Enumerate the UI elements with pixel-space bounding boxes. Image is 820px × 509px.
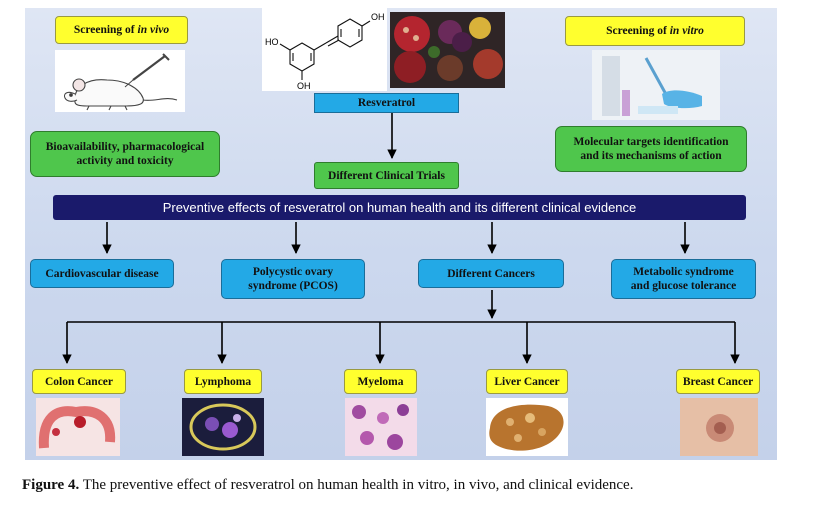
mouse-syringe-image: [55, 50, 185, 112]
invitro-screening-box: Screening of in vitro: [565, 16, 745, 46]
caption-label: Figure 4.: [22, 477, 80, 493]
liver-cancer-image: [486, 398, 568, 456]
category-cardiovascular: Cardiovascular disease: [30, 259, 174, 288]
lab-pipette-image: [592, 50, 720, 120]
resveratrol-structure: OH HO OH: [262, 5, 387, 91]
preventive-effects-banner: Preventive effects of resveratrol on hum…: [53, 195, 746, 220]
lymphoma-image: [182, 398, 264, 456]
category-pcos: Polycystic ovary syndrome (PCOS): [221, 259, 365, 299]
cancer-myeloma: Myeloma: [344, 369, 417, 394]
invivo-prefix: Screening of: [73, 24, 138, 36]
invivo-em: in vivo: [137, 24, 170, 36]
category-metabolic: Metabolic syndrome and glucose tolerance: [611, 259, 756, 299]
invivo-screening-box: Screening of in vivo: [55, 16, 188, 44]
cancer-lymphoma: Lymphoma: [184, 369, 262, 394]
category-cancers: Different Cancers: [418, 259, 564, 288]
clinical-trials-box: Different Clinical Trials: [314, 162, 459, 189]
invitro-prefix: Screening of: [606, 25, 670, 37]
breast-cancer-image: [680, 398, 758, 456]
cancer-liver: Liver Cancer: [486, 369, 568, 394]
fruits-photo: [390, 12, 505, 88]
molecular-targets-box: Molecular targets identification and its…: [555, 126, 747, 172]
cancer-colon: Colon Cancer: [32, 369, 126, 394]
label-ho-left: HO: [265, 37, 279, 47]
figure-caption: Figure 4. The preventive effect of resve…: [22, 477, 633, 494]
bioavailability-box: Bioavailability, pharmacological activit…: [30, 131, 220, 177]
label-oh-top: OH: [371, 12, 385, 22]
resveratrol-label: Resveratrol: [314, 93, 459, 113]
label-oh-bottom: OH: [297, 81, 311, 91]
colon-cancer-image: [36, 398, 120, 456]
cancer-breast: Breast Cancer: [676, 369, 760, 394]
invitro-em: in vitro: [669, 25, 704, 37]
myeloma-image: [345, 398, 417, 456]
caption-text: The preventive effect of resveratrol on …: [79, 477, 634, 493]
